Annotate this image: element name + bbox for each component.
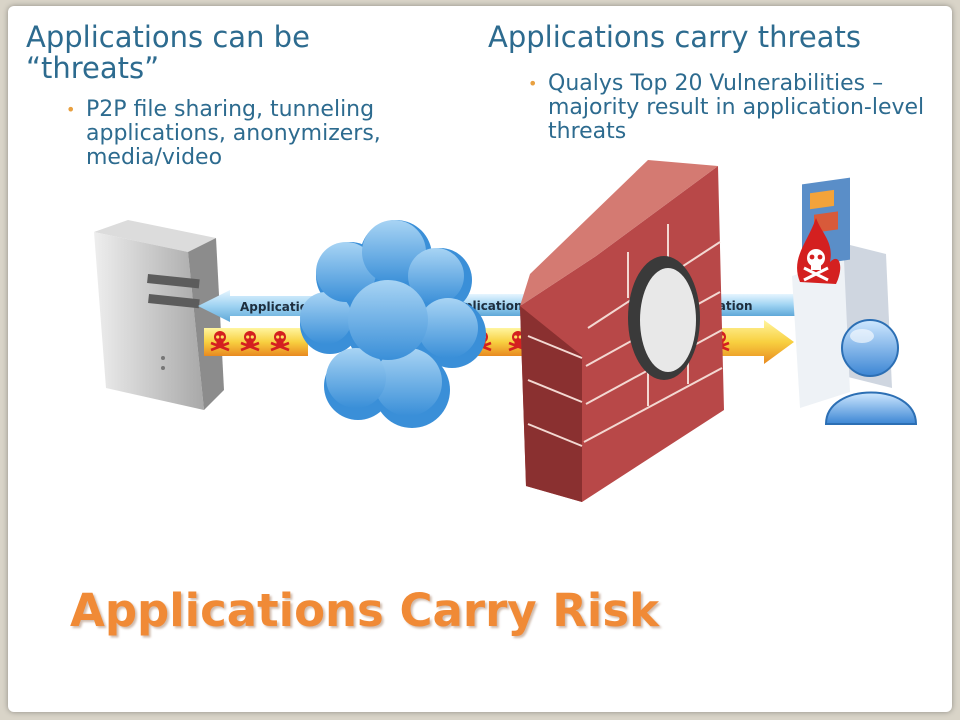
right-bullet-text: Qualys Top 20 Vulnerabilities – majority…: [548, 71, 925, 144]
left-column-title: Applications can be “threats”: [26, 22, 446, 84]
slide: Applications can be “threats” • P2P file…: [8, 6, 952, 712]
left-bullet: • P2P file sharing, tunneling applicatio…: [66, 97, 466, 170]
application-label: Application: [240, 300, 317, 314]
right-title-text: Applications carry threats: [488, 20, 861, 54]
firewall-icon: [520, 160, 724, 502]
slide-footer-title: Applications Carry Risk: [70, 584, 660, 637]
skull-flame-icon: [797, 218, 841, 284]
user-icon: [824, 319, 918, 425]
bullet-dot-icon: •: [528, 74, 538, 93]
cloud-icon: [300, 220, 486, 428]
threat-flow-arrow-left: [204, 328, 308, 356]
server-icon: [94, 220, 224, 410]
right-bullet: • Qualys Top 20 Vulnerabilities – majori…: [528, 71, 943, 144]
threat-diagram: Application Application Application: [94, 160, 918, 502]
application-flow-arrow-left: Application: [198, 290, 320, 322]
left-bullet-text: P2P file sharing, tunneling applications…: [86, 97, 381, 170]
bullet-dot-icon: •: [66, 100, 76, 119]
left-title-text: Applications can be “threats”: [26, 20, 310, 85]
right-column-title: Applications carry threats: [488, 22, 948, 53]
